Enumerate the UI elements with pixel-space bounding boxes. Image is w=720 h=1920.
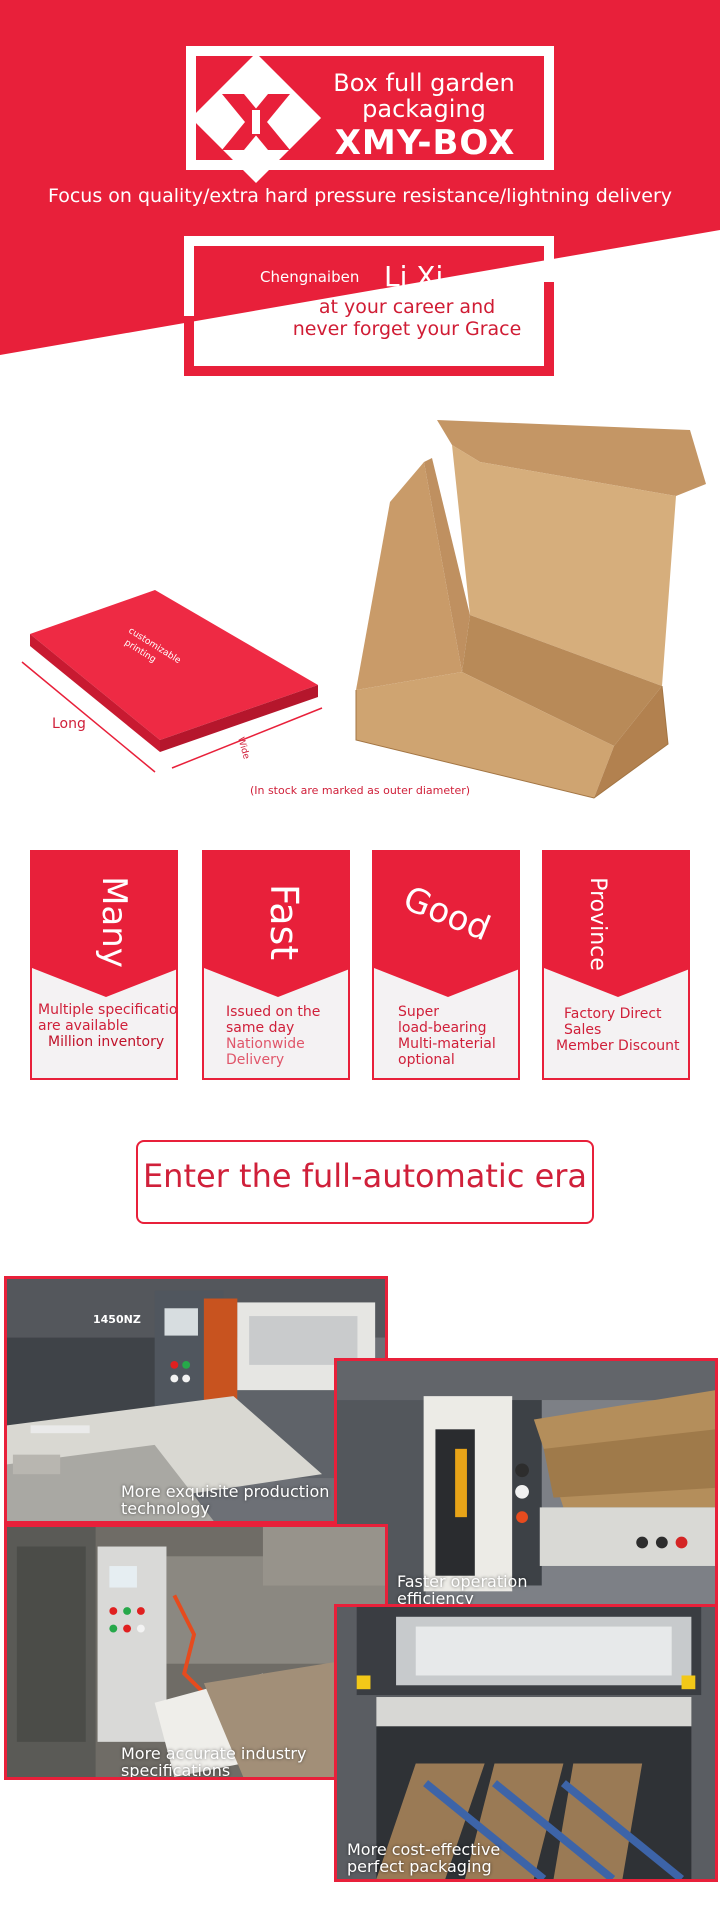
feature-text: Multiple specifications are available Mi… (38, 1002, 178, 1050)
machine-illustration (7, 1527, 385, 1777)
name-card-label: Chengnaiben (260, 268, 360, 286)
hero-tagline: Focus on quality/extra hard pressure res… (47, 185, 673, 207)
feature-card-header (32, 852, 176, 997)
name-card-line-2: never forget your Grace (292, 318, 522, 340)
red-box-icon (21, 590, 323, 773)
kraft-box-icon (355, 420, 706, 799)
name-card-frame-left (184, 236, 194, 316)
feature-line: Super (398, 1004, 440, 1020)
feature-word: Fast (262, 883, 307, 961)
machine-illustration (337, 1361, 715, 1605)
feature-line: Sales (564, 1022, 602, 1038)
name-card-line-1: at your career and (318, 296, 496, 318)
long-label: Long (52, 716, 86, 732)
feature-line: Nationwide (226, 1036, 305, 1052)
name-card-frame-right (544, 236, 554, 282)
photo-caption-2: technology (121, 1499, 210, 1518)
feature-card-many: Many Multiple specifications are availab… (30, 850, 178, 1080)
feature-card-header (374, 852, 518, 997)
machine-photo-4: More cost-effective perfect packaging (334, 1604, 718, 1882)
automatic-era-banner (136, 1140, 594, 1224)
machine-model-label: 1450NZ (93, 1313, 141, 1326)
photo-caption-2: efficiency (397, 1589, 474, 1608)
machine-photo-1: 1450NZ More exquisite production technol… (4, 1276, 388, 1524)
wide-label: Wide (235, 736, 251, 761)
box-illustration: customizable printing Long Wide (21, 420, 706, 799)
logo-frame (186, 46, 554, 170)
machine-illustration (337, 1607, 715, 1879)
feature-word: Many (93, 876, 134, 968)
box-showcase: customizable printing Long Wide (In stoc… (0, 400, 720, 820)
feature-line: are available (38, 1018, 129, 1034)
feature-line: Delivery (226, 1052, 285, 1068)
photo-caption-2: perfect packaging (347, 1857, 492, 1876)
photo-caption-1: More exquisite production (121, 1482, 330, 1501)
feature-text: Super load-bearing Multi-material option… (398, 1004, 518, 1068)
photo-caption-1: More cost-effective (347, 1840, 501, 1859)
feature-text: Factory Direct Sales Member Discount (556, 1006, 688, 1054)
feature-line: same day (226, 1020, 295, 1036)
feature-card-fast: Fast Issued on the same day Nationwide D… (202, 850, 350, 1080)
feature-card-header (204, 852, 348, 997)
machine-illustration (7, 1279, 385, 1521)
photo-caption-1: More accurate industry (121, 1744, 307, 1763)
feature-line: Member Discount (556, 1038, 680, 1054)
brand-line-2: packaging (362, 95, 486, 123)
logo-x-icon (222, 94, 290, 150)
feature-line: Multi-material (398, 1036, 496, 1052)
photo-caption-2: specifications (121, 1761, 231, 1780)
machine-photo-2: Faster operation efficiency (334, 1358, 718, 1608)
feature-text: Issued on the same day Nationwide Delive… (226, 1004, 348, 1068)
feature-line: load-bearing (398, 1020, 487, 1036)
hero-banner: Box full garden packaging XMY-BOX Focus … (0, 0, 720, 380)
name-card-name: Li Xi (384, 260, 444, 293)
photo-caption-1: Faster operation (397, 1572, 528, 1591)
feature-line: optional (398, 1052, 455, 1068)
feature-cards: Many Multiple specifications are availab… (0, 850, 720, 1080)
feature-line: Million inventory (48, 1034, 165, 1050)
brand-name: XMY-BOX (334, 123, 516, 163)
feature-line: Multiple specifications (38, 1002, 178, 1018)
feature-card-province: Province Factory Direct Sales Member Dis… (542, 850, 690, 1080)
feature-line: Issued on the (226, 1004, 321, 1020)
brand-line-1: Box full garden (333, 69, 515, 97)
feature-card-header (544, 852, 688, 997)
feature-card-good: Good Super load-bearing Multi-material o… (372, 850, 520, 1080)
feature-word: Province (584, 877, 610, 971)
name-card-frame-top (184, 236, 554, 246)
stock-note: (In stock are marked as outer diameter) (249, 784, 471, 797)
automatic-era-title: Enter the full-automatic era (142, 1157, 588, 1195)
feature-line: Factory Direct (564, 1006, 662, 1022)
machine-photo-3: More accurate industry specifications (4, 1524, 388, 1780)
